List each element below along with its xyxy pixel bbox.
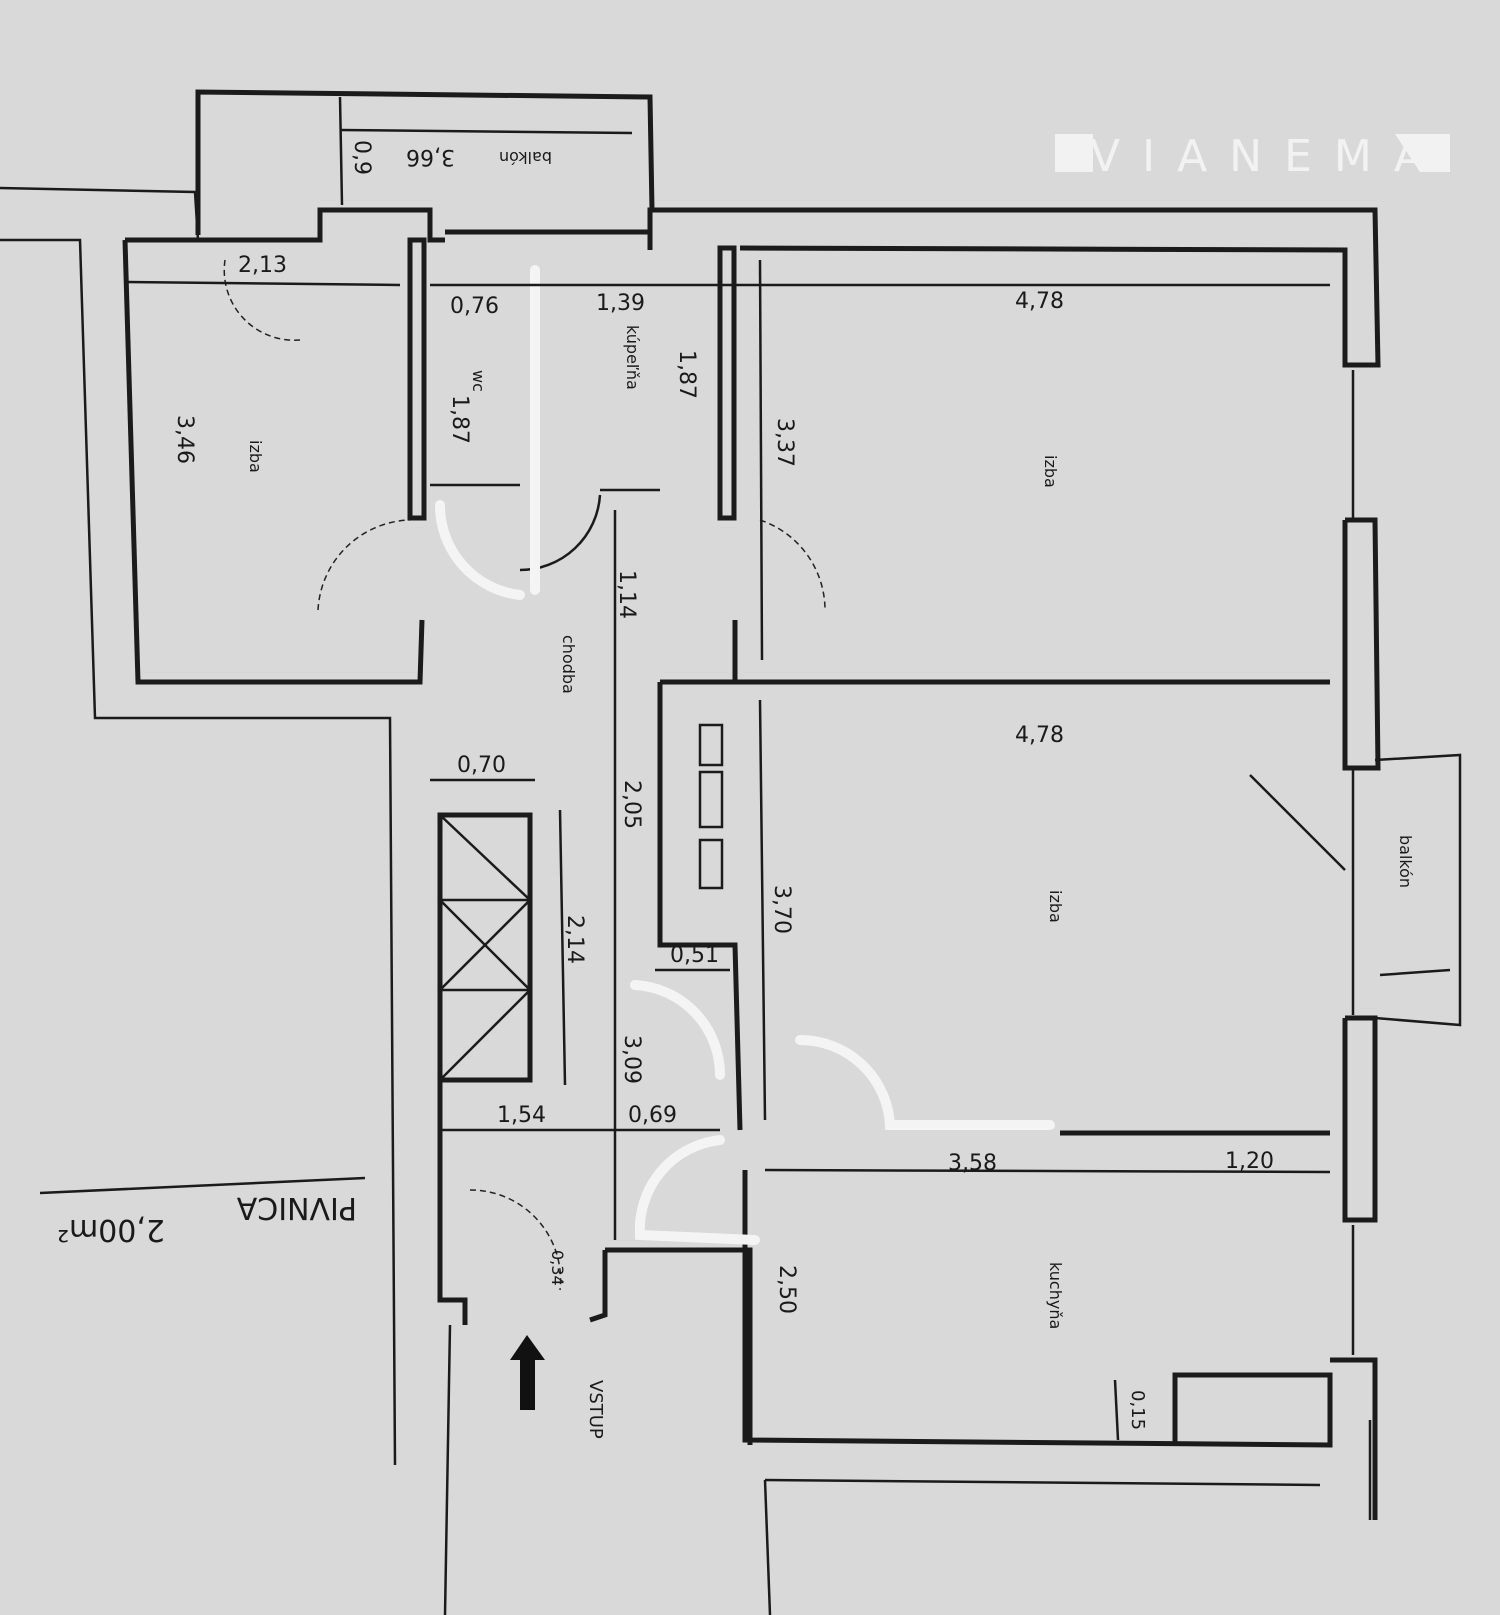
label-entrance: VSTUP: [585, 1380, 606, 1439]
dim-wc-length: 1,87: [447, 395, 472, 444]
balcony-right: [1249, 753, 1462, 1027]
dim-balcony-depth: 0,9: [349, 140, 374, 175]
label-room-top-right: izba: [1041, 455, 1060, 488]
closet: [439, 814, 531, 1081]
dim-hall-mid: 2,05: [619, 780, 644, 829]
dim-kitchen-length: 2,50: [774, 1265, 799, 1314]
dim-mid-room-width: 4,78: [1015, 723, 1064, 748]
dim-niche: 0,51: [670, 943, 719, 968]
dim-hall-top: 1,14: [614, 570, 639, 619]
dim-hall-door: 0,69: [628, 1103, 677, 1128]
watermark-text: VIANEMA: [1090, 131, 1446, 182]
dim-kitchen-niche: 0,15: [1127, 1390, 1148, 1430]
dim-kitchen-extra: 1,20: [1225, 1149, 1274, 1174]
dim-balcony-width: 3,66: [406, 144, 455, 169]
label-kitchen: kuchyňa: [1046, 1262, 1065, 1329]
label-hallway: chodba: [559, 635, 578, 694]
dim-left-room-width: 2,13: [238, 253, 287, 278]
label-room-middle-right: izba: [1046, 890, 1065, 923]
dim-closet-depth: 0,70: [457, 753, 506, 778]
dim-closet-length: 2,14: [562, 915, 587, 964]
label-room-left: izba: [246, 440, 265, 473]
dim-kitchen-width: 3,58: [948, 1151, 997, 1176]
vianema-logo: VIANEMA: [1055, 131, 1450, 182]
label-wc: wc: [469, 370, 488, 392]
cellar-label: PIVNICA 2,00m²: [39, 1176, 366, 1247]
dim-wc-width: 0,76: [450, 294, 499, 319]
dim-entry-step: 0,34: [548, 1250, 567, 1286]
dimension-lines: [124, 259, 1331, 1441]
door-swings: [223, 259, 1055, 1291]
label-balcony-top: balkón: [499, 148, 552, 167]
label-cellar-area: 2,00m²: [57, 1212, 165, 1247]
dim-top-room-width: 4,78: [1015, 289, 1064, 314]
dim-top-room-length: 3,37: [772, 418, 797, 467]
dim-bath-width: 1,39: [596, 291, 645, 316]
label-bathroom: kúpeľňa: [623, 325, 642, 390]
label-cellar: PIVNICA: [236, 1190, 357, 1225]
dim-hall-low: 3,09: [619, 1035, 644, 1084]
entrance-arrow-icon: [510, 1335, 545, 1410]
dim-left-room-length: 3,46: [172, 415, 197, 464]
labels: balkón 0,9 3,66 2,13 3,46 izba 0,76 wc 1…: [39, 140, 1415, 1439]
dim-hall-left: 1,54: [497, 1103, 546, 1128]
dim-mid-room-length: 3,70: [769, 885, 794, 934]
balcony-top: [195, 89, 655, 235]
label-balcony-right: balkón: [1396, 835, 1415, 888]
walls: [122, 207, 1381, 1520]
radiator-boxes: [698, 723, 724, 890]
dim-bath-length: 1,87: [674, 350, 699, 399]
